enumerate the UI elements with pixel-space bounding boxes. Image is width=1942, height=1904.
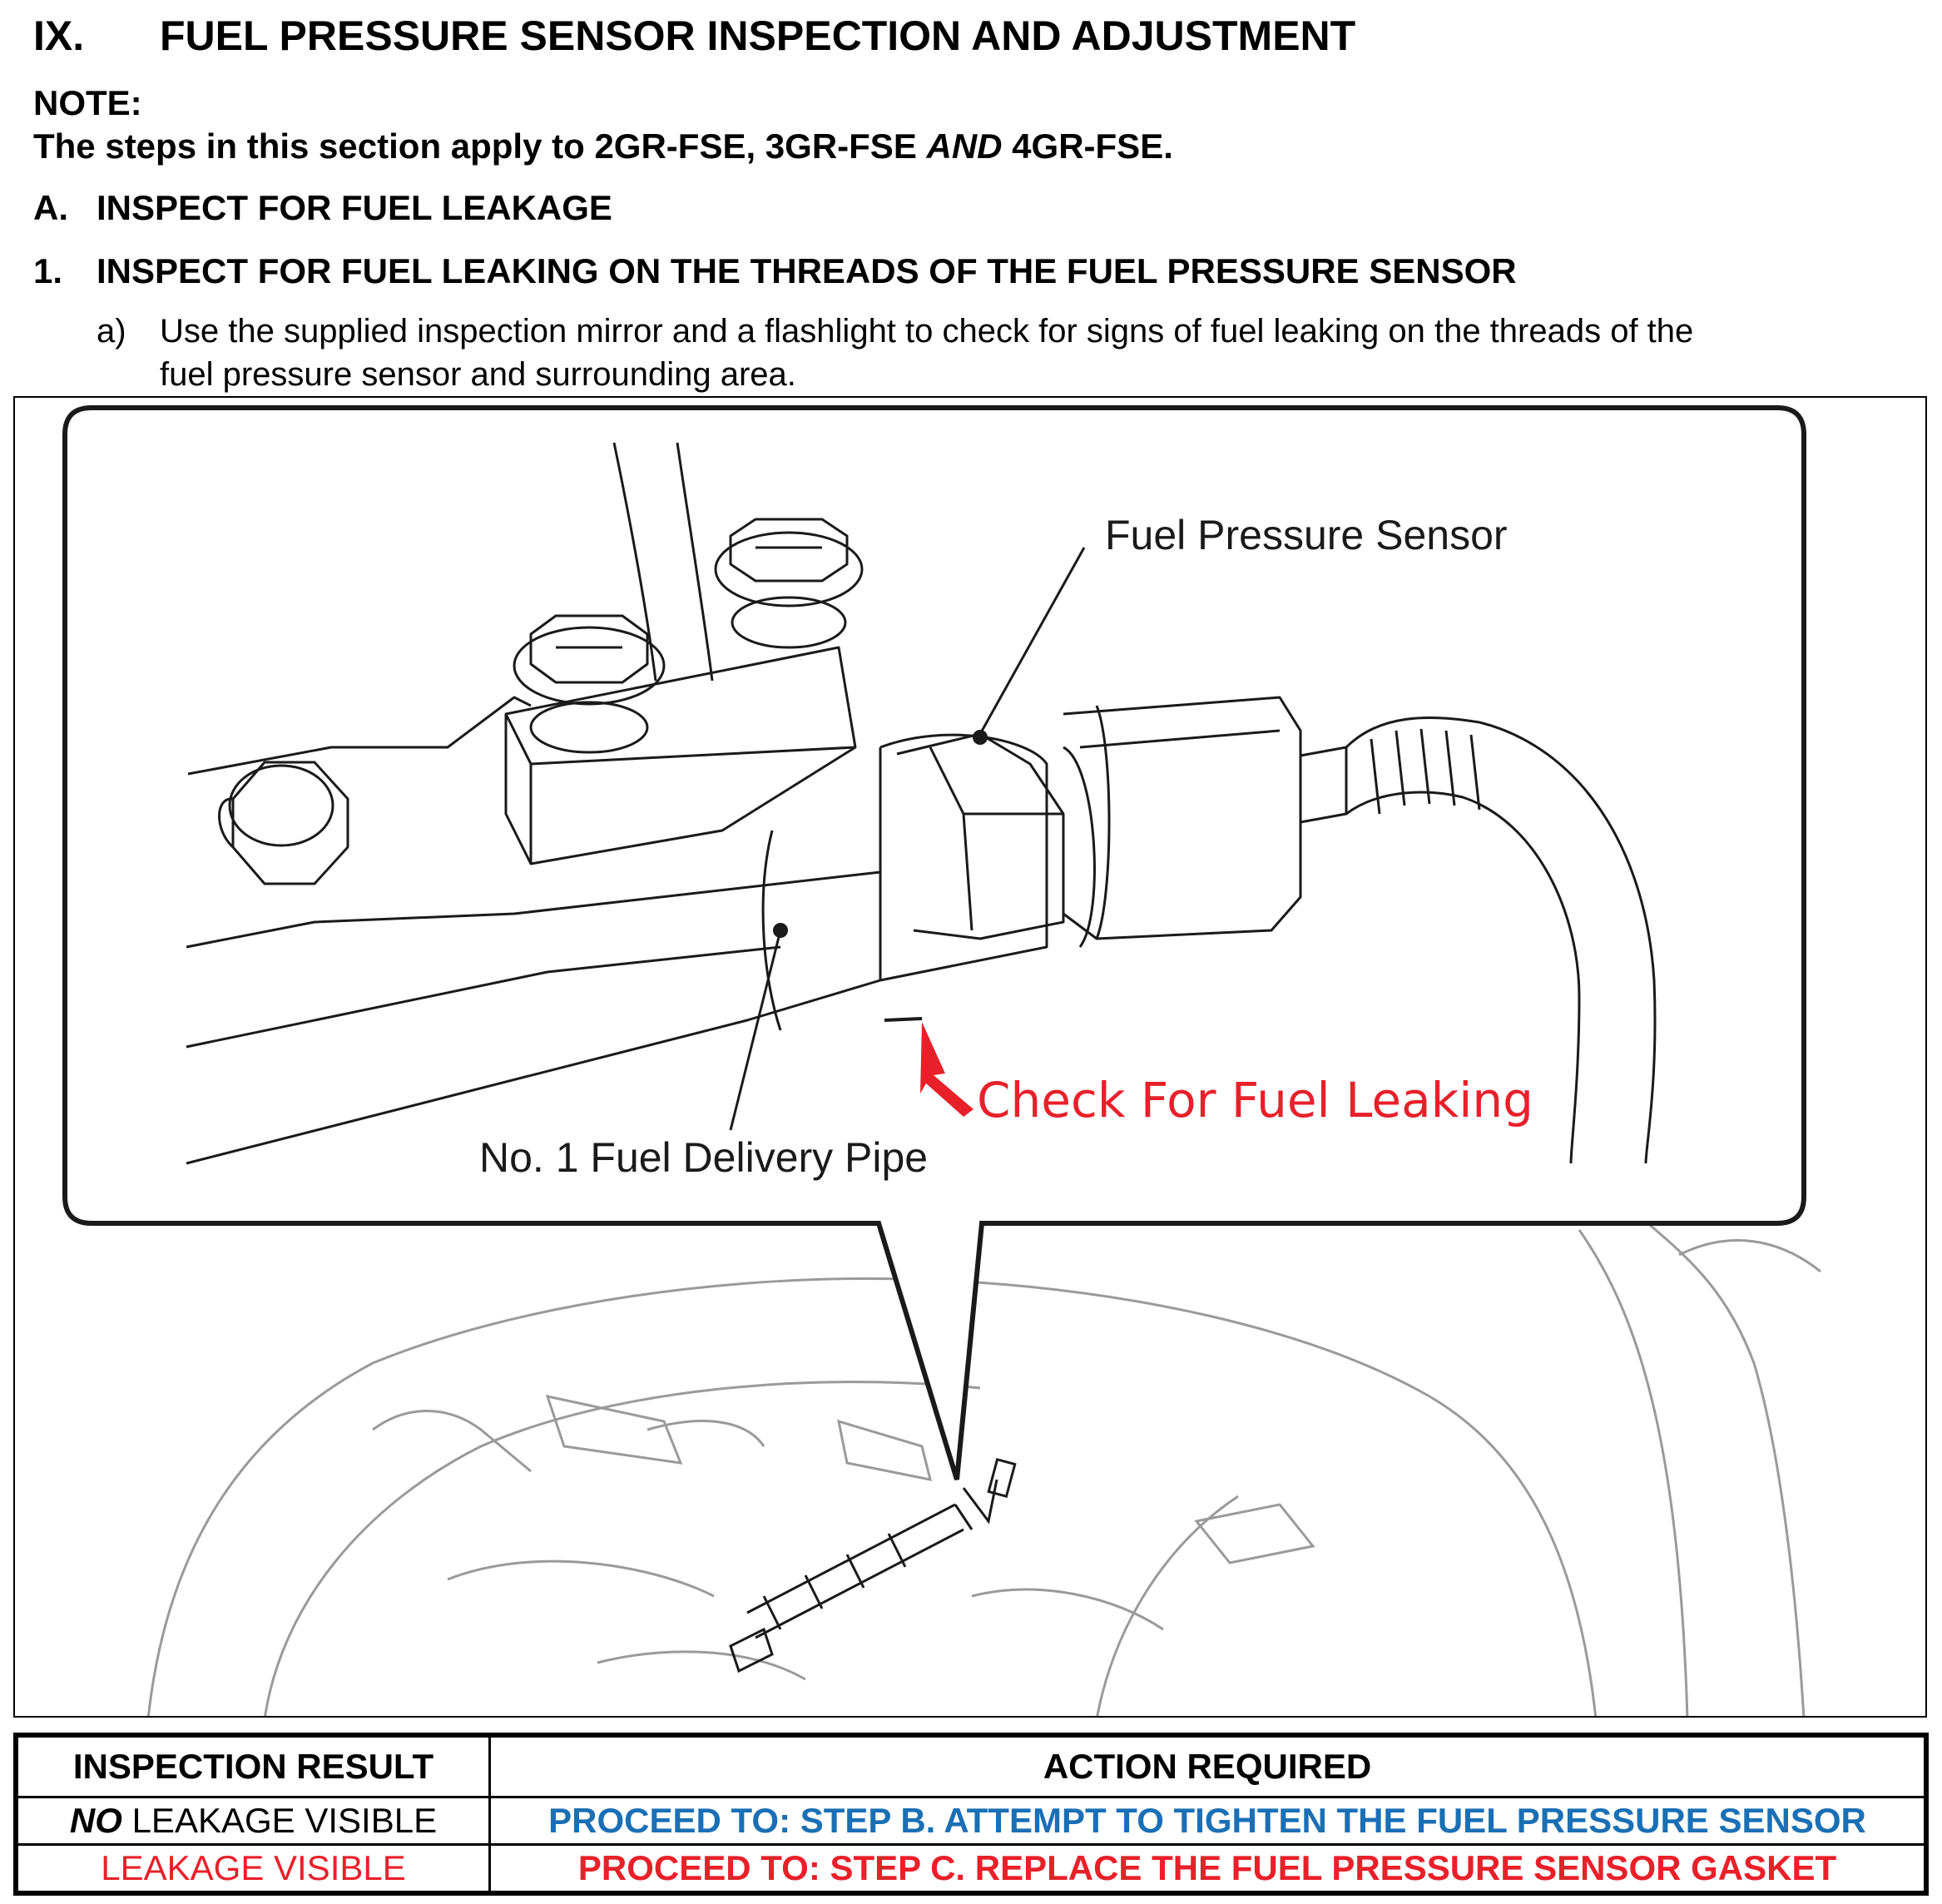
step-1-title: INSPECT FOR FUEL LEAKING ON THE THREADS … <box>97 251 1517 290</box>
label-fuel-delivery-pipe: No. 1 Fuel Delivery Pipe <box>479 1134 928 1181</box>
check-arrow-icon <box>920 1022 973 1117</box>
mounting-flange <box>504 646 857 865</box>
sensor-connector <box>1300 746 1348 824</box>
flange-bolt-right <box>714 518 864 649</box>
action-tighten-sensor: PROCEED TO: STEP B. ATTEMPT TO TIGHTEN T… <box>488 1796 1928 1846</box>
pipe-leader-line <box>729 930 782 1131</box>
inspection-result-table: INSPECTION RESULT ACTION REQUIRED NO LEA… <box>13 1733 1929 1896</box>
engine-bay-sketch <box>146 1220 1821 1716</box>
header-inspection-result: INSPECTION RESULT <box>14 1733 491 1798</box>
delivery-pipe-body <box>187 696 532 776</box>
table-row: LEAKAGE VISIBLE PROCEED TO: STEP C. REPL… <box>14 1843 1928 1895</box>
fuel-line <box>612 442 657 682</box>
step-a-letter: A. <box>33 188 68 227</box>
note-text-part1: The steps in this section apply to 2GR-F… <box>33 126 927 166</box>
note-text: The steps in this section apply to 2GR-F… <box>33 126 1173 166</box>
label-check-fuel-leaking: Check For Fuel Leaking <box>977 1072 1533 1128</box>
result-no-leakage-italic: NO <box>69 1801 122 1840</box>
inspection-illustration: Fuel Pressure Sensor No. 1 Fuel Delivery… <box>62 405 1821 1716</box>
step-1-number: 1. <box>33 251 63 290</box>
note-text-italic: AND <box>926 126 1003 166</box>
pipe-leader-dot <box>773 923 788 938</box>
label-fuel-pressure-sensor: Fuel Pressure Sensor <box>1105 512 1508 558</box>
flange-bolt-left <box>513 614 666 754</box>
table-header-row: INSPECTION RESULT ACTION REQUIRED <box>14 1733 1928 1798</box>
result-no-leakage-rest: LEAKAGE VISIBLE <box>121 1801 438 1840</box>
step-a-title: INSPECT FOR FUEL LEAKAGE <box>97 188 612 227</box>
header-action-required: ACTION REQUIRED <box>488 1733 1928 1798</box>
section-number: IX. <box>33 12 85 59</box>
sensor-leader-line <box>978 547 1086 735</box>
action-replace-gasket: PROCEED TO: STEP C. REPLACE THE FUEL PRE… <box>488 1843 1928 1895</box>
substep-a-letter: a) <box>97 313 126 350</box>
detail-drawing <box>186 442 1657 1165</box>
section-title: FUEL PRESSURE SENSOR INSPECTION AND ADJU… <box>160 12 1356 59</box>
figure-frame: Fuel Pressure Sensor No. 1 Fuel Delivery… <box>13 396 1927 1718</box>
callout-bubble <box>62 405 1806 1480</box>
fuel-rail-small-sketch <box>729 1457 1017 1673</box>
note-label: NOTE: <box>33 83 142 122</box>
wire-harness <box>1345 716 1657 1164</box>
note-text-part2: 4GR-FSE. <box>1002 126 1173 166</box>
substep-a-line1: Use the supplied inspection mirror and a… <box>160 313 1694 350</box>
substep-a-line2: fuel pressure sensor and surrounding are… <box>160 356 796 393</box>
pipe-bolt <box>218 761 349 885</box>
sensor-leader-dot <box>973 730 988 745</box>
result-no-leakage: NO LEAKAGE VISIBLE <box>14 1796 491 1846</box>
result-leakage-visible: LEAKAGE VISIBLE <box>14 1843 491 1895</box>
sensor-body <box>1063 746 1096 948</box>
table-row: NO LEAKAGE VISIBLE PROCEED TO: STEP B. A… <box>14 1796 1928 1846</box>
